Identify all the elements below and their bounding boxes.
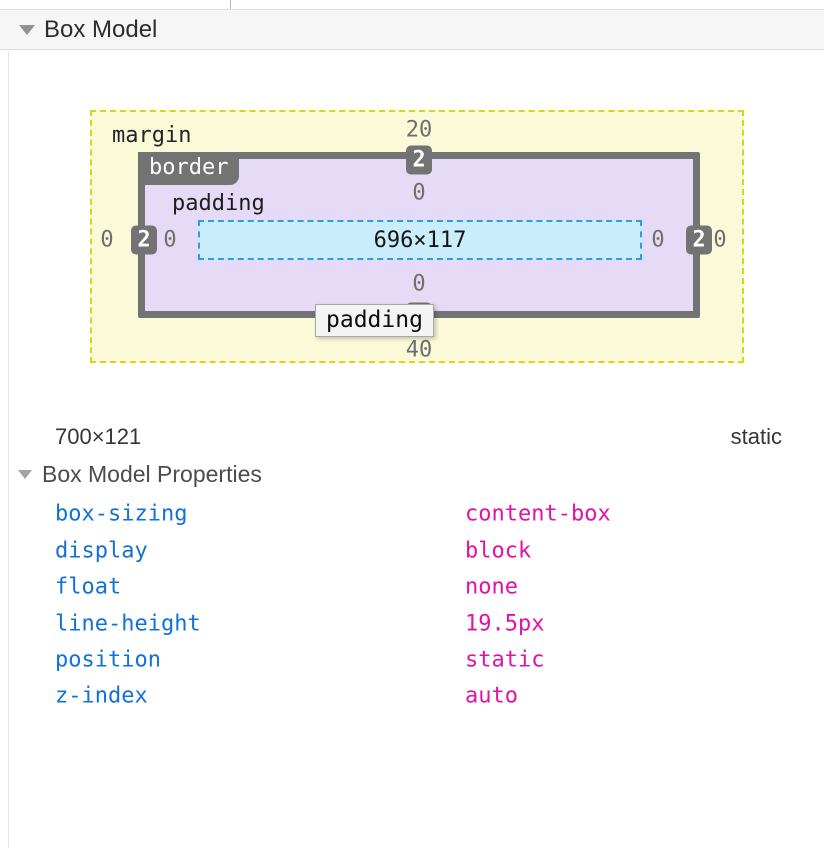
property-row[interactable]: z-index auto <box>0 678 828 714</box>
properties-title: Box Model Properties <box>42 461 262 487</box>
content-size-label: 696×117 <box>373 227 467 253</box>
top-strip <box>0 0 828 9</box>
padding-left-value[interactable]: 0 <box>163 227 177 253</box>
margin-left-value[interactable]: 0 <box>100 227 114 253</box>
property-name[interactable]: float <box>55 574 122 600</box>
property-row[interactable]: position static <box>0 642 828 678</box>
box-model-properties-header[interactable]: Box Model Properties <box>0 461 262 488</box>
border-right-value[interactable]: 2 <box>686 225 712 255</box>
margin-bottom-value[interactable]: 40 <box>405 337 433 363</box>
padding-label: padding <box>172 191 265 216</box>
property-value[interactable]: auto <box>465 683 518 709</box>
panel-left-border <box>8 51 9 848</box>
property-name[interactable]: display <box>55 538 148 564</box>
property-name[interactable]: z-index <box>55 683 148 709</box>
margin-right-value[interactable]: 0 <box>713 227 727 253</box>
panel-title: Box Model <box>44 15 158 43</box>
content-box[interactable]: 696×117 <box>198 220 642 260</box>
padding-tooltip: padding <box>315 304 434 337</box>
border-top-value[interactable]: 2 <box>406 145 432 175</box>
box-model-section-header[interactable]: Box Model <box>0 9 824 50</box>
padding-right-value[interactable]: 0 <box>651 227 665 253</box>
property-value[interactable]: content-box <box>465 501 611 527</box>
property-value[interactable]: none <box>465 574 518 600</box>
property-name[interactable]: line-height <box>55 611 201 637</box>
padding-top-value[interactable]: 0 <box>412 180 426 206</box>
element-position: static <box>730 424 782 449</box>
property-row[interactable]: float none <box>0 569 828 605</box>
property-row[interactable]: display block <box>0 532 828 568</box>
padding-bottom-value[interactable]: 0 <box>412 271 426 297</box>
margin-top-value[interactable]: 20 <box>405 117 433 143</box>
chevron-down-icon[interactable] <box>19 24 35 35</box>
property-row[interactable]: box-sizing content-box <box>0 496 828 532</box>
top-strip-divider <box>230 0 231 9</box>
border-left-value[interactable]: 2 <box>131 225 157 255</box>
property-row[interactable]: line-height 19.5px <box>0 605 828 641</box>
property-name[interactable]: box-sizing <box>55 501 188 527</box>
property-value[interactable]: block <box>465 538 532 564</box>
chevron-down-icon[interactable] <box>18 470 32 479</box>
border-label: border <box>138 152 240 185</box>
margin-box[interactable]: margin border padding 696×117 20 2 0 0 2… <box>90 110 744 363</box>
property-value[interactable]: 19.5px <box>465 611 545 637</box>
margin-label: margin <box>112 123 192 148</box>
property-value[interactable]: static <box>465 647 545 673</box>
element-dimensions: 700×121 <box>55 424 142 449</box>
properties-list: box-sizing content-box display block flo… <box>0 496 828 715</box>
property-name[interactable]: position <box>55 647 161 673</box>
